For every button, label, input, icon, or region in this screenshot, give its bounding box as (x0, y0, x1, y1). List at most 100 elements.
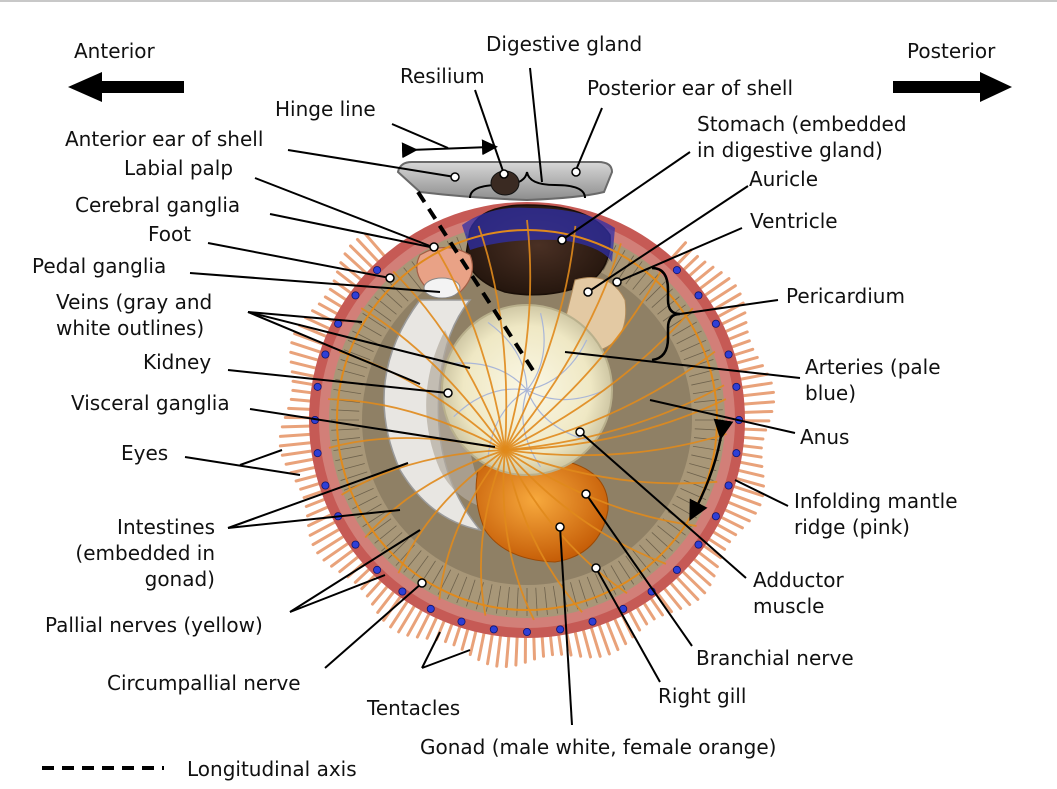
gill-filament (340, 471, 368, 481)
tentacle (737, 381, 773, 390)
label-posterior: Posterior (907, 39, 996, 63)
gill-filament (347, 487, 374, 501)
label-adductor-muscle: Adductor muscle (753, 568, 844, 618)
gill-filament (645, 538, 666, 559)
pallial-nerve (504, 449, 583, 613)
gill-filament (446, 573, 460, 600)
gill-filament (632, 550, 651, 573)
eye (711, 319, 720, 328)
tentacle (316, 533, 348, 555)
eye (556, 625, 565, 634)
pallial-nerve (477, 225, 508, 451)
gill-filament (657, 525, 680, 544)
pallial-nerve (504, 350, 716, 451)
gill-filament (456, 576, 468, 604)
pallial-nerve (364, 449, 506, 539)
pallial-nerve (480, 449, 506, 616)
gill-filament (602, 569, 617, 595)
tentacle (690, 265, 715, 286)
pallial-nerve (438, 449, 506, 600)
gill-filament (352, 495, 378, 510)
gill-filament (676, 330, 702, 345)
gill-filament (667, 312, 692, 329)
adductor-vein (526, 313, 545, 391)
label-kidney: Kidney (143, 350, 212, 374)
tentacle (290, 370, 319, 379)
tentacle (311, 526, 344, 547)
label-anus: Anus (800, 425, 850, 449)
gill-filament (374, 525, 397, 544)
tentacle (294, 473, 322, 483)
tentacle (733, 468, 765, 478)
eye (351, 291, 360, 300)
tentacle (705, 284, 737, 306)
gill-filament (680, 339, 707, 353)
gill-filament (645, 281, 666, 302)
eye (373, 266, 382, 275)
adductor-vein (526, 389, 606, 401)
tentacle (735, 372, 769, 382)
pallial-nerve (504, 384, 725, 451)
eye (313, 382, 322, 391)
stomach (462, 207, 615, 262)
pallial-nerve (502, 449, 535, 621)
label-dots (385, 167, 622, 588)
pallial-nerve (360, 307, 506, 451)
tentacle (580, 625, 592, 659)
tentacle (654, 589, 673, 614)
eye (313, 449, 322, 458)
tentacle (306, 504, 333, 518)
gill-filament (683, 349, 711, 361)
tentacle (397, 601, 418, 634)
eye (711, 512, 720, 521)
pallial-nerve (504, 449, 667, 565)
gill-filament (388, 538, 409, 559)
gill-filament (388, 281, 409, 302)
eye (334, 319, 343, 328)
label-pallial-nerves: Pallial nerves (yellow) (45, 613, 263, 637)
gill-filament (343, 349, 371, 361)
gill-filament (535, 587, 538, 616)
tentacle (720, 321, 748, 335)
tentacle (297, 323, 331, 340)
eye (457, 617, 466, 626)
gill-filament (516, 587, 519, 616)
tentacle (280, 449, 317, 457)
gill-filament (625, 555, 643, 579)
tentacle (308, 518, 340, 537)
tentacle (738, 390, 775, 398)
pallial-nerve (504, 398, 727, 451)
tentacle (667, 579, 692, 607)
tentacle (739, 409, 774, 415)
pallial-nerves (328, 219, 727, 621)
label-intestines: Intestines (embedded in gonad) (75, 515, 215, 591)
tentacle (596, 620, 611, 656)
gill-filament (639, 274, 659, 296)
gill-filament (381, 288, 403, 308)
label-anterior: Anterior (74, 39, 155, 63)
eye (321, 350, 330, 359)
eye (523, 628, 532, 637)
gill-filament (466, 579, 476, 607)
pallial-nerve (504, 225, 577, 451)
gill-filament (639, 544, 659, 566)
gill-filament (594, 573, 608, 600)
label-foot: Foot (148, 222, 192, 246)
digestive-gland-brace (469, 171, 586, 199)
tentacle (339, 261, 366, 284)
gill-filament (428, 565, 444, 590)
eye (489, 625, 498, 634)
label-hinge-line: Hinge line (275, 97, 376, 121)
tentacle (738, 400, 776, 406)
gill-filament (333, 445, 362, 452)
tentacle (689, 555, 716, 578)
gill-filament (694, 399, 722, 403)
tentacle (290, 341, 326, 355)
pallial-nerve (328, 398, 506, 451)
tentacle (406, 605, 425, 637)
gill-filament (403, 267, 422, 290)
label-pedal-ganglia: Pedal ganglia (32, 254, 167, 278)
tentacle (626, 607, 642, 632)
gill-filament (506, 587, 510, 615)
gill-filament (403, 550, 422, 573)
